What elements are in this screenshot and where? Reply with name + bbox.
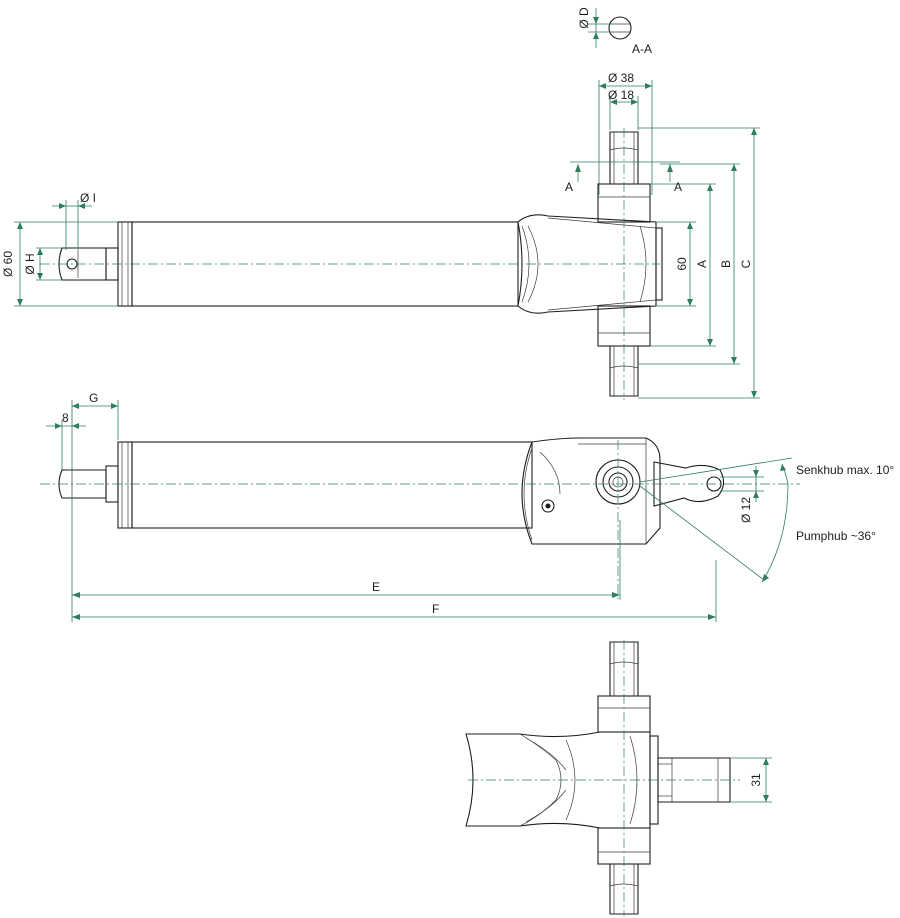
dia-18-label: Ø 18 bbox=[608, 88, 634, 102]
dia-60-label: Ø 60 bbox=[1, 251, 15, 277]
dim-c-label: C bbox=[739, 259, 753, 268]
bottom-view bbox=[465, 640, 772, 916]
dim-f-label: F bbox=[432, 602, 439, 616]
dia-d-label: Ø D bbox=[577, 7, 591, 29]
section-a-a-view bbox=[588, 8, 632, 48]
dim-8-label: 8 bbox=[62, 411, 69, 425]
section-label: A-A bbox=[632, 42, 652, 56]
top-view bbox=[14, 80, 760, 400]
dia-h-label: Ø H bbox=[23, 253, 37, 274]
dim-e-label: E bbox=[372, 580, 380, 594]
dim-a-label: A bbox=[695, 260, 709, 268]
section-a-left-label: A bbox=[565, 180, 573, 194]
dia-38-label: Ø 38 bbox=[608, 71, 634, 85]
pumphub-label: Pumphub ~36° bbox=[796, 529, 876, 543]
dia-12-label: Ø 12 bbox=[739, 497, 753, 523]
senkhub-label: Senkhub max. 10° bbox=[796, 463, 894, 477]
dim-g-label: G bbox=[89, 391, 98, 405]
dia-i-label: Ø I bbox=[80, 191, 96, 205]
section-a-right-label: A bbox=[674, 180, 682, 194]
dim-31-label: 31 bbox=[749, 773, 763, 787]
side-view bbox=[40, 400, 800, 622]
section-circle bbox=[608, 16, 632, 40]
dim-b-label: B bbox=[719, 260, 733, 268]
dim-60-label: 60 bbox=[675, 257, 689, 271]
